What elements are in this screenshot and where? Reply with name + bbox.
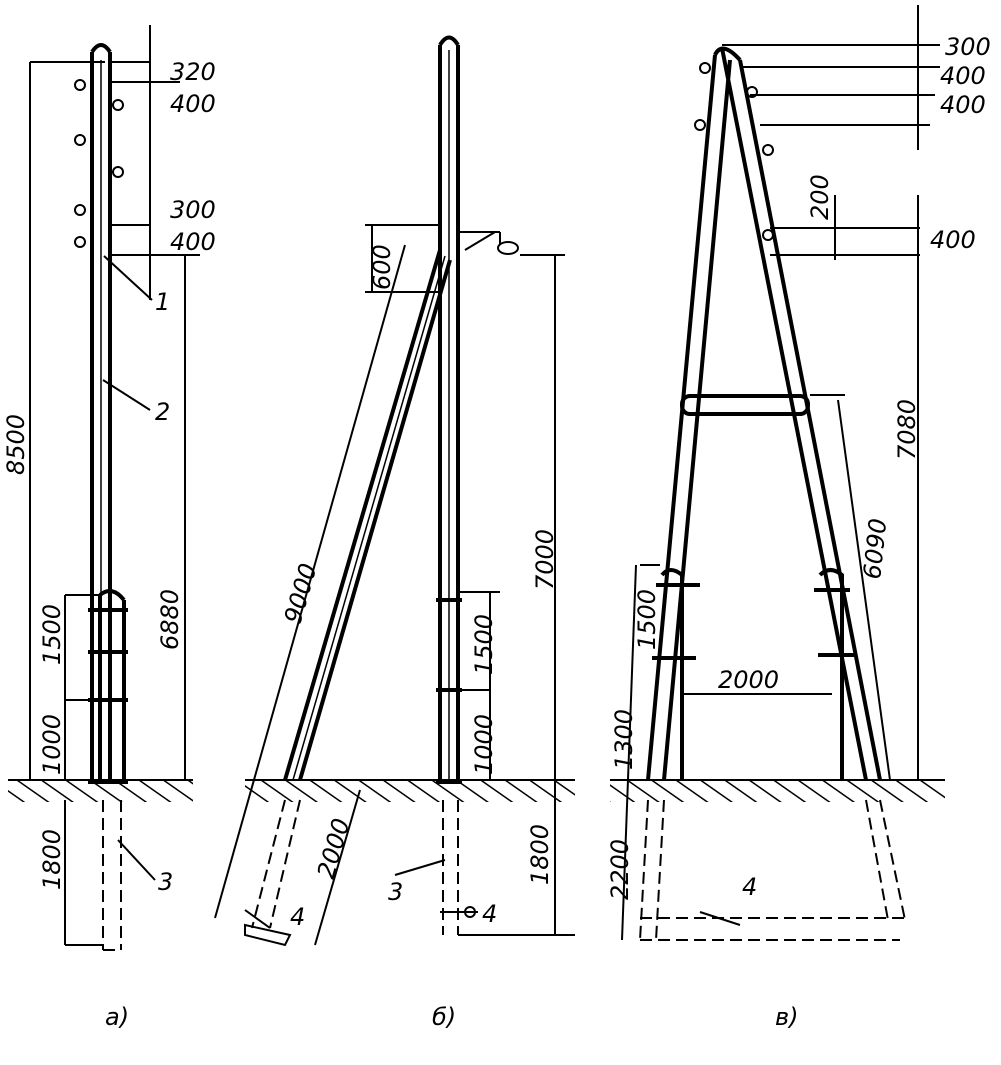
dim-1300: 1300 [610,709,638,770]
crossarm [458,231,501,251]
label-3: 3 [158,868,173,896]
dim-1500: 1500 [470,614,498,675]
ground-hatch [8,780,193,802]
dim-1000: 1000 [38,714,66,775]
dim-9000: 9000 [279,560,323,626]
dim-2000: 2000 [312,815,356,881]
dim-400: 400 [170,228,216,256]
label-4: 4 [290,903,305,931]
figure-c-a-frame: 300 400 400 200 400 7080 6090 1500 2000 … [606,5,991,1031]
dim-400: 400 [170,90,216,118]
dim-2000: 2000 [718,666,779,694]
dim-7000: 7000 [531,529,559,590]
label-4: 4 [482,900,497,928]
caption-a: а) [105,1003,129,1031]
dim-400: 400 [940,62,986,90]
dim-600: 600 [368,244,396,290]
caption-b: б) [432,1003,456,1031]
attachment-post [98,589,126,780]
dim-400: 400 [940,91,986,119]
anchor-plate [244,923,292,947]
dim-1500: 1500 [633,589,661,650]
label-1: 1 [155,288,170,316]
label-3: 3 [388,878,403,906]
dim-6090: 6090 [858,517,892,581]
dim-above-ground: 6880 [156,589,184,650]
caption-c: в) [775,1003,799,1031]
dim-1800: 1800 [526,824,554,885]
dim-total-height: 8500 [2,414,30,475]
figure-a-single-pole: 320 400 300 400 8500 6880 1500 1000 1800… [2,25,216,1031]
label-4: 4 [742,873,757,901]
dim-1800: 1800 [38,829,66,890]
insulators [74,79,124,248]
label-2: 2 [155,398,170,426]
dim-1000: 1000 [470,714,498,775]
dim-1500: 1500 [38,604,66,665]
insulator [497,241,519,255]
pole [90,43,112,780]
dim-320: 320 [170,58,216,86]
main-pole [438,35,460,780]
dim-300: 300 [170,196,216,224]
ground-hatch [245,780,575,802]
dim-300: 300 [945,33,991,61]
crossbar [680,394,810,416]
dim-400: 400 [930,226,976,254]
dim-2200: 2200 [606,839,634,900]
strut [283,249,452,781]
ground-hatch [610,780,945,802]
dim-200: 200 [806,174,834,220]
insulators [694,62,774,241]
figure-b-pole-with-strut: 600 9000 7000 1500 1000 2000 1800 3 4 4 … [214,35,575,1031]
dim-7080: 7080 [893,399,921,460]
